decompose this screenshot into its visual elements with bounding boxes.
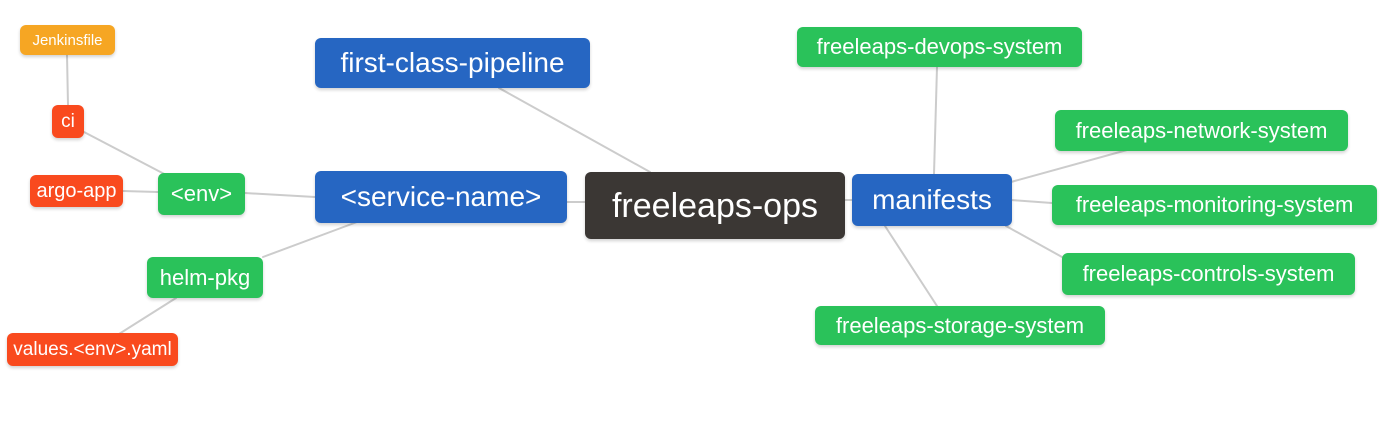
- node-freeleaps-network-system[interactable]: freeleaps-network-system: [1055, 110, 1348, 151]
- node-freeleaps-controls-system[interactable]: freeleaps-controls-system: [1062, 253, 1355, 295]
- node-argo-app[interactable]: argo-app: [30, 175, 123, 207]
- edge-manifests-storage-system: [884, 225, 938, 307]
- node-values-env-yaml[interactable]: values.<env>.yaml: [7, 333, 178, 366]
- node-env[interactable]: <env>: [158, 173, 245, 215]
- node-service-name[interactable]: <service-name>: [315, 171, 567, 223]
- edge-manifests-devops-system: [933, 66, 938, 175]
- edge-helm-pkg-values-env-yaml: [118, 297, 177, 335]
- edge-env-argo-app: [122, 190, 159, 193]
- edge-manifests-monitoring-system: [1010, 199, 1053, 204]
- edge-service-name-env: [244, 192, 316, 198]
- node-freeleaps-storage-system[interactable]: freeleaps-storage-system: [815, 306, 1105, 345]
- node-manifests[interactable]: manifests: [852, 174, 1012, 226]
- edge-service-name-helm-pkg: [262, 221, 358, 258]
- node-freeleaps-monitoring-system[interactable]: freeleaps-monitoring-system: [1052, 185, 1377, 225]
- node-helm-pkg[interactable]: helm-pkg: [147, 257, 263, 298]
- edge-manifests-network-system: [1010, 149, 1128, 183]
- edge-root-first-class-pipeline: [498, 87, 651, 173]
- node-ci[interactable]: ci: [52, 105, 84, 138]
- edge-env-ci: [83, 131, 171, 178]
- edge-ci-jenkinsfile: [66, 54, 69, 106]
- node-jenkinsfile[interactable]: Jenkinsfile: [20, 25, 115, 55]
- node-freeleaps-ops[interactable]: freeleaps-ops: [585, 172, 845, 239]
- edge-manifests-controls-system: [1005, 225, 1063, 258]
- node-first-class-pipeline[interactable]: first-class-pipeline: [315, 38, 590, 88]
- node-freeleaps-devops-system[interactable]: freeleaps-devops-system: [797, 27, 1082, 67]
